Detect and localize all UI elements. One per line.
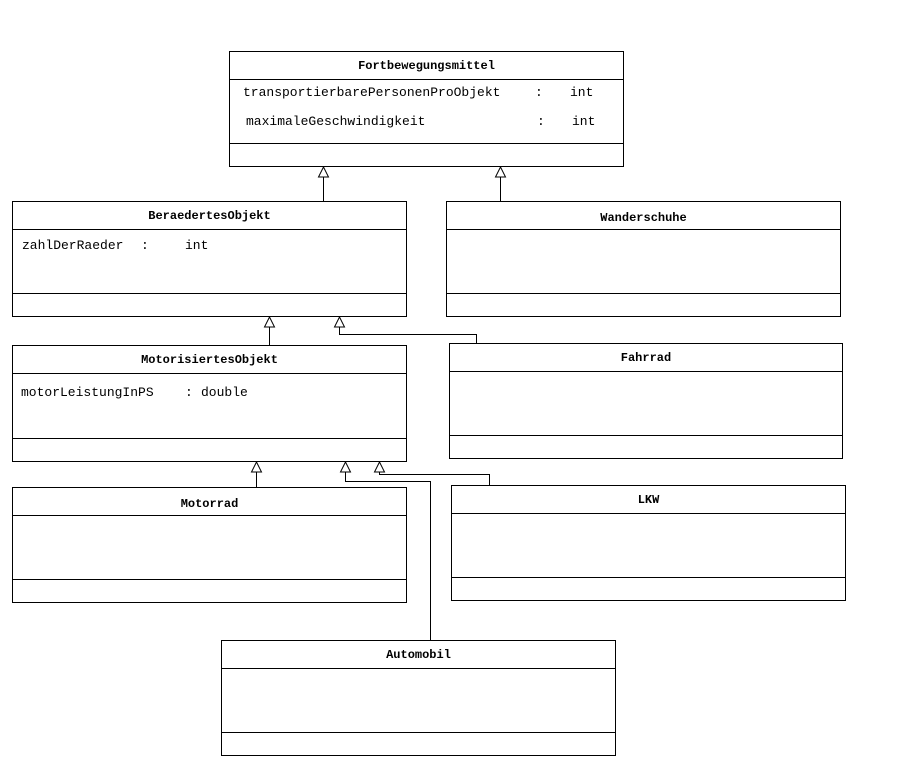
class-fortbewegungsmittel[interactable]: Fortbewegungsmittel transportierbarePers…: [229, 51, 624, 167]
attributes-compartment: motorLeistungInPS : double: [13, 373, 406, 439]
attribute-separator: :: [185, 385, 193, 400]
attribute-type: double: [201, 385, 248, 400]
attribute-type: int: [572, 114, 596, 129]
attribute-name: motorLeistungInPS: [21, 385, 154, 400]
attribute-name: maximaleGeschwindigkeit: [246, 114, 426, 129]
attributes-compartment: [13, 515, 406, 580]
attribute-separator: :: [537, 114, 545, 129]
class-beraedertes-objekt[interactable]: BeraedertesObjekt zahlDerRaeder : int: [12, 201, 407, 317]
class-name: Fortbewegungsmittel: [230, 52, 623, 80]
class-name: Wanderschuhe: [447, 202, 840, 230]
generalization-motorrad-to-motorisiertes: [250, 460, 263, 487]
generalization-beraedertes-to-fortbewegungsmittel: [317, 165, 330, 201]
class-wanderschuhe[interactable]: Wanderschuhe: [446, 201, 841, 317]
generalization-wanderschuhe-to-fortbewegungsmittel: [494, 165, 507, 201]
connector-line: [345, 472, 431, 640]
attributes-compartment: [452, 513, 845, 578]
hollow-triangle-arrowhead-icon: [250, 460, 263, 473]
class-motorrad[interactable]: Motorrad: [12, 487, 407, 603]
generalization-fahrrad-to-beraedertes: [333, 315, 477, 343]
class-name: Fahrrad: [450, 344, 842, 372]
connector-line: [379, 472, 490, 485]
attribute-type: int: [570, 85, 594, 100]
class-name: Automobil: [222, 641, 615, 669]
attribute-separator: :: [141, 238, 149, 253]
generalization-motorisiertes-to-beraedertes: [263, 315, 276, 345]
attributes-compartment: zahlDerRaeder : int: [13, 229, 406, 294]
class-lkw[interactable]: LKW: [451, 485, 846, 601]
class-automobil[interactable]: Automobil: [221, 640, 616, 756]
attributes-compartment: transportierbarePersonenProObjekt : int …: [230, 79, 623, 144]
hollow-triangle-arrowhead-icon: [317, 165, 330, 178]
attribute-name: transportierbarePersonenProObjekt: [243, 85, 501, 100]
attribute-separator: :: [535, 85, 543, 100]
attributes-compartment: [447, 229, 840, 294]
class-name: MotorisiertesObjekt: [13, 346, 406, 374]
class-name: LKW: [452, 486, 845, 514]
hollow-triangle-arrowhead-icon: [333, 315, 346, 328]
generalization-lkw-to-motorisiertes: [373, 460, 490, 485]
attributes-compartment: [450, 371, 842, 436]
attribute-type: int: [185, 238, 209, 253]
hollow-triangle-arrowhead-icon: [263, 315, 276, 328]
attribute-name: zahlDerRaeder: [22, 238, 124, 253]
class-name: Motorrad: [13, 488, 406, 516]
generalization-automobil-to-motorisiertes: [339, 460, 431, 640]
attributes-compartment: [222, 668, 615, 733]
class-fahrrad[interactable]: Fahrrad: [449, 343, 843, 459]
hollow-triangle-arrowhead-icon: [494, 165, 507, 178]
connector-line: [339, 327, 477, 343]
class-motorisiertes-objekt[interactable]: MotorisiertesObjekt motorLeistungInPS : …: [12, 345, 407, 462]
hollow-triangle-arrowhead-icon: [339, 460, 352, 473]
class-name: BeraedertesObjekt: [13, 202, 406, 230]
hollow-triangle-arrowhead-icon: [373, 460, 386, 473]
